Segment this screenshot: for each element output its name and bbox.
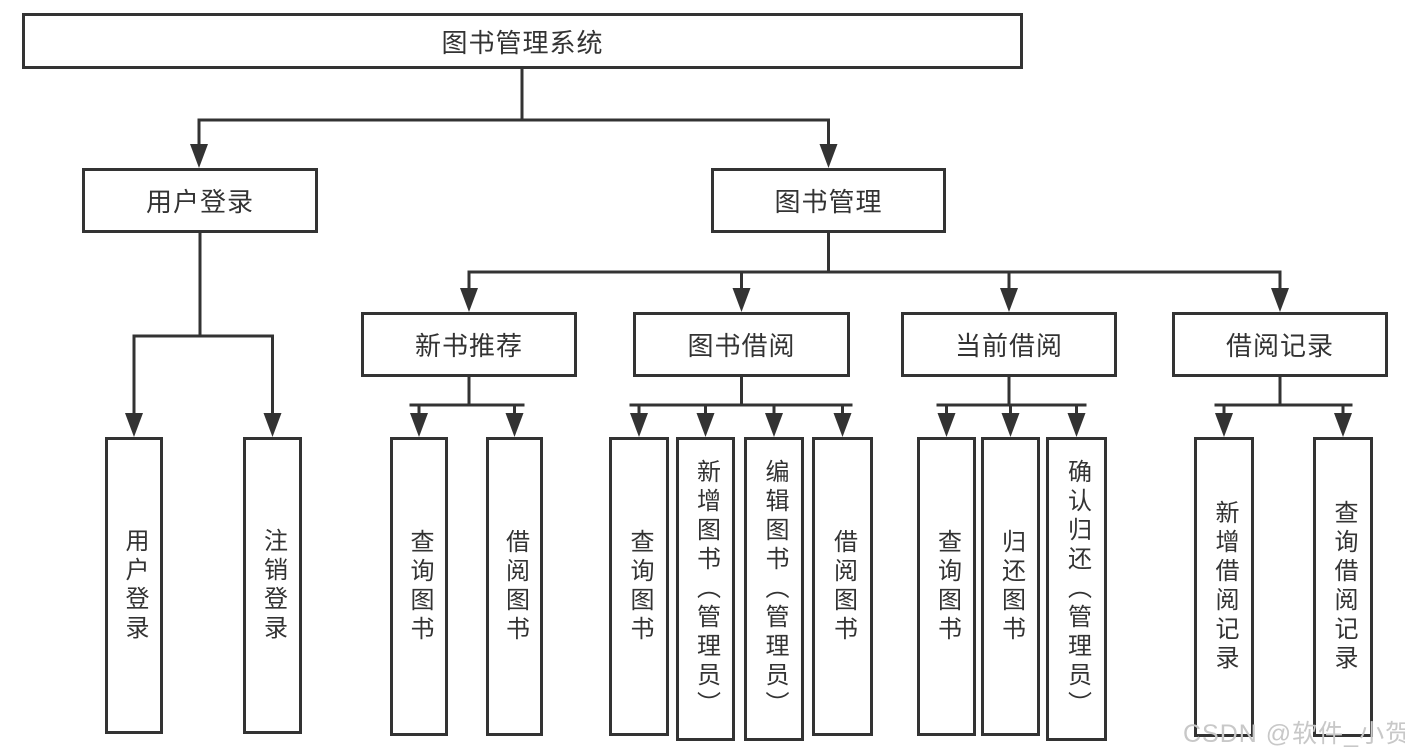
connector-new-book-recommend-branch <box>409 375 525 437</box>
leaf-logout: 注销登录 <box>243 437 302 734</box>
arrowhead <box>937 413 1086 437</box>
node-label: 借阅图书 <box>829 528 857 645</box>
node-label: 确认归还（管理员） <box>1063 458 1091 720</box>
node-label: 新书推荐 <box>414 331 523 361</box>
arrowhead <box>410 413 524 437</box>
arrowhead <box>190 144 838 168</box>
arrowhead <box>630 413 852 437</box>
leaf-bb-borrow-books: 借阅图书 <box>812 437 873 736</box>
node-label: 归还图书 <box>997 528 1025 645</box>
node-root-system: 图书管理系统 <box>22 13 1023 69</box>
connector-line <box>409 375 525 418</box>
connector-book-borrow-branch <box>629 375 853 437</box>
node-borrow-records: 借阅记录 <box>1172 312 1388 377</box>
leaf-cb-confirm-return-admin: 确认归还（管理员） <box>1046 437 1107 741</box>
arrowhead <box>1215 413 1352 437</box>
node-label: 图书借阅 <box>687 331 796 361</box>
connector-book-management-branch <box>460 231 1289 312</box>
connector-line <box>197 67 830 148</box>
node-label: 用户登录 <box>145 187 254 217</box>
node-label: 编辑图书（管理员） <box>761 458 788 720</box>
leaf-br-add-borrow-record: 新增借阅记录 <box>1194 437 1254 737</box>
node-label: 当前借阅 <box>954 331 1063 361</box>
leaf-bb-edit-books-admin: 编辑图书（管理员） <box>744 437 804 741</box>
node-label: 借阅记录 <box>1225 331 1334 361</box>
connector-user-login-branch <box>125 231 282 437</box>
node-label: 借阅图书 <box>501 528 529 645</box>
leaf-cb-return-books: 归还图书 <box>981 437 1040 736</box>
leaf-bb-add-books-admin: 新增图书（管理员） <box>676 437 735 741</box>
csdn-watermark: CSDN @软件_小贺同学 <box>1183 720 1405 747</box>
connector-line <box>1214 375 1353 418</box>
node-new-book-recommend: 新书推荐 <box>361 312 577 377</box>
node-current-borrow: 当前借阅 <box>901 312 1117 377</box>
node-book-borrow: 图书借阅 <box>633 312 850 377</box>
node-label: 注销登录 <box>259 527 287 644</box>
connector-line <box>629 375 853 418</box>
leaf-nb-query-books: 查询图书 <box>390 437 448 736</box>
node-label: 图书管理系统 <box>441 27 604 58</box>
leaf-user-login: 用户登录 <box>105 437 163 734</box>
node-label: 用户登录 <box>121 527 148 644</box>
leaf-bb-query-books: 查询图书 <box>609 437 669 736</box>
connector-line <box>936 375 1087 418</box>
node-user-login-module: 用户登录 <box>82 168 318 233</box>
node-label: 图书管理 <box>774 187 883 217</box>
connector-root-to-level2 <box>190 67 838 168</box>
node-label: 查询借阅记录 <box>1330 500 1357 674</box>
leaf-br-query-borrow-record: 查询借阅记录 <box>1313 437 1373 737</box>
node-book-management-module: 图书管理 <box>711 168 946 233</box>
connector-line <box>132 231 274 417</box>
node-label: 查询图书 <box>626 528 653 645</box>
node-label: 查询图书 <box>933 528 961 645</box>
leaf-nb-borrow-books: 借阅图书 <box>486 437 543 736</box>
connector-current-borrow-branch <box>936 375 1087 437</box>
arrowhead <box>460 288 1289 312</box>
arrowhead <box>125 413 282 437</box>
node-label: 查询图书 <box>406 528 433 645</box>
connector-borrow-records-branch <box>1214 375 1353 437</box>
node-label: 新增图书（管理员） <box>692 458 720 720</box>
connector-line <box>467 231 1282 292</box>
node-label: 新增借阅记录 <box>1211 500 1238 674</box>
leaf-cb-query-books: 查询图书 <box>917 437 976 736</box>
